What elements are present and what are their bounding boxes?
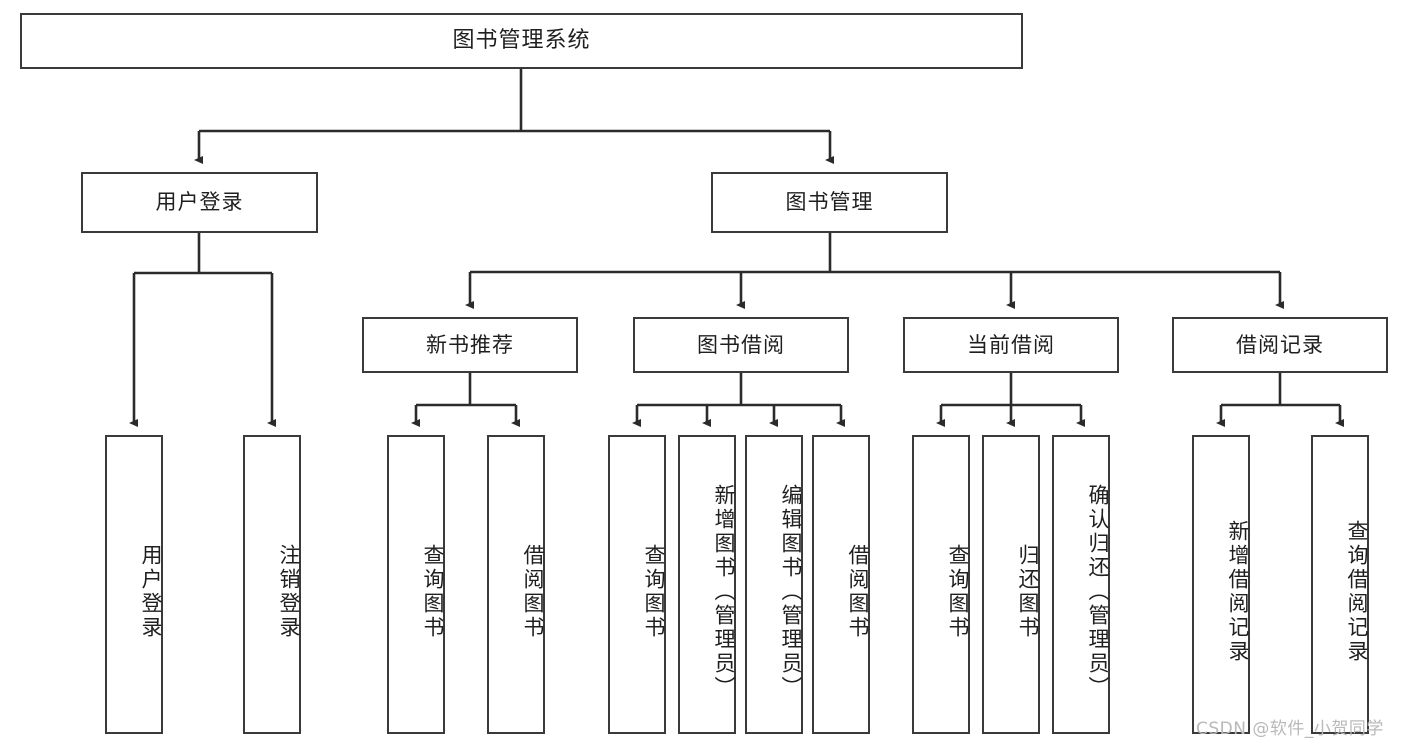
csdn-watermark: CSDN @软件_小贺同学 (1196, 719, 1384, 739)
node-root[interactable]: 图书管理系统 (20, 13, 1023, 69)
node-leaf-user-logout[interactable]: 注销登录 (243, 435, 301, 734)
node-leaf-query-book-2-label: 查询图书 (642, 543, 666, 640)
node-leaf-query-book-3[interactable]: 查询图书 (912, 435, 970, 734)
node-borrow-record-label: 借阅记录 (1236, 332, 1324, 357)
node-book-manage-label: 图书管理 (785, 190, 874, 215)
node-leaf-borrow-book-2[interactable]: 借阅图书 (812, 435, 870, 734)
node-book-manage[interactable]: 图书管理 (711, 172, 948, 233)
node-leaf-edit-book-admin-label: 编辑图书（管理员） (779, 483, 803, 700)
node-current-borrow[interactable]: 当前借阅 (903, 317, 1119, 373)
node-leaf-user-login-label: 用户登录 (139, 543, 163, 640)
node-user-login-label: 用户登录 (155, 190, 244, 215)
node-book-borrow[interactable]: 图书借阅 (633, 317, 849, 373)
node-leaf-user-logout-label: 注销登录 (277, 543, 301, 640)
node-leaf-borrow-book-2-label: 借阅图书 (846, 543, 870, 640)
node-leaf-borrow-book-1[interactable]: 借阅图书 (487, 435, 545, 734)
node-leaf-borrow-book-1-label: 借阅图书 (521, 543, 545, 640)
node-leaf-return-book-label: 归还图书 (1016, 543, 1040, 640)
node-leaf-query-book-3-label: 查询图书 (946, 543, 970, 640)
node-leaf-edit-book-admin[interactable]: 编辑图书（管理员） (745, 435, 803, 734)
node-leaf-user-login[interactable]: 用户登录 (105, 435, 163, 734)
node-leaf-query-book-2[interactable]: 查询图书 (608, 435, 666, 734)
node-leaf-query-book-1-label: 查询图书 (421, 543, 445, 640)
node-leaf-query-borrow-record[interactable]: 查询借阅记录 (1311, 435, 1369, 734)
node-leaf-add-book-admin[interactable]: 新增图书（管理员） (678, 435, 736, 734)
node-leaf-confirm-return-admin[interactable]: 确认归还（管理员） (1052, 435, 1110, 734)
node-leaf-return-book[interactable]: 归还图书 (982, 435, 1040, 734)
node-leaf-query-borrow-record-label: 查询借阅记录 (1345, 519, 1369, 664)
node-book-borrow-label: 图书借阅 (697, 332, 785, 357)
node-leaf-confirm-return-admin-label: 确认归还（管理员） (1086, 483, 1110, 700)
node-borrow-record[interactable]: 借阅记录 (1172, 317, 1388, 373)
node-leaf-add-book-admin-label: 新增图书（管理员） (712, 483, 736, 700)
node-user-login[interactable]: 用户登录 (81, 172, 318, 233)
node-current-borrow-label: 当前借阅 (967, 332, 1055, 357)
node-new-book-recommend[interactable]: 新书推荐 (362, 317, 578, 373)
node-leaf-add-borrow-record-label: 新增借阅记录 (1226, 519, 1250, 664)
node-leaf-add-borrow-record[interactable]: 新增借阅记录 (1192, 435, 1250, 734)
node-leaf-query-book-1[interactable]: 查询图书 (387, 435, 445, 734)
node-root-label: 图书管理系统 (452, 28, 591, 54)
node-new-book-recommend-label: 新书推荐 (426, 332, 514, 357)
